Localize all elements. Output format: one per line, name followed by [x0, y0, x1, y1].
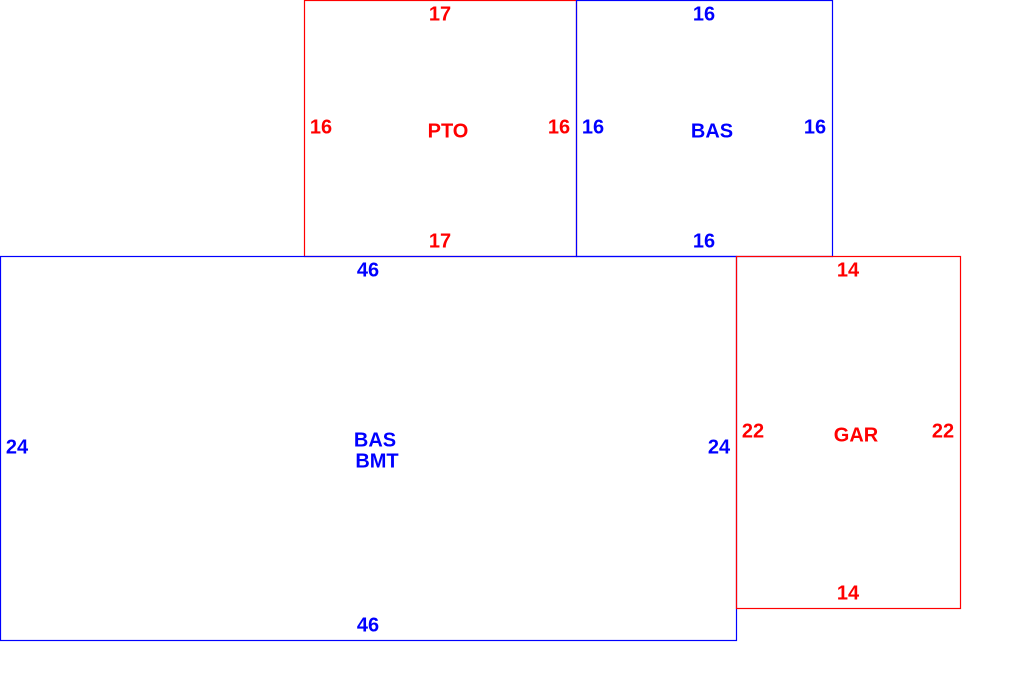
- pto-label: PTO: [428, 120, 469, 142]
- bas-upper-right-dimension: 16: [804, 116, 826, 138]
- bas-bmt-top-dimension: 46: [357, 259, 379, 281]
- pto-right-dimension: 16: [548, 116, 570, 138]
- area-gar[interactable]: 14 14 22 22 GAR: [735, 255, 962, 610]
- gar-label: GAR: [834, 424, 879, 446]
- pto-bottom-dimension: 17: [429, 230, 451, 252]
- gar-top-dimension: 14: [837, 259, 860, 281]
- area-bas-bmt[interactable]: 46 46 24 24 BAS BMT: [0, 255, 738, 642]
- area-bas-upper[interactable]: 16 16 16 16 BAS: [575, 0, 834, 258]
- bas-bmt-label-line1: BAS: [354, 429, 396, 451]
- pto-top-dimension: 17: [429, 3, 451, 25]
- bas-bmt-label-line2: BMT: [355, 450, 398, 472]
- bas-bmt-left-dimension: 24: [6, 436, 29, 458]
- bas-upper-label: BAS: [691, 120, 733, 142]
- gar-right-dimension: 22: [932, 420, 954, 442]
- gar-left-dimension: 22: [742, 420, 764, 442]
- gar-bottom-dimension: 14: [837, 582, 860, 604]
- gar-outline: [735, 255, 962, 610]
- bas-bmt-bottom-dimension: 46: [357, 614, 379, 636]
- pto-left-dimension: 16: [310, 116, 332, 138]
- area-pto[interactable]: 17 17 16 16 PTO: [303, 0, 578, 258]
- bas-bmt-right-dimension: 24: [708, 436, 731, 458]
- bas-upper-left-dimension: 16: [582, 116, 604, 138]
- bas-upper-bottom-dimension: 16: [693, 230, 715, 252]
- bas-upper-top-dimension: 16: [693, 3, 715, 25]
